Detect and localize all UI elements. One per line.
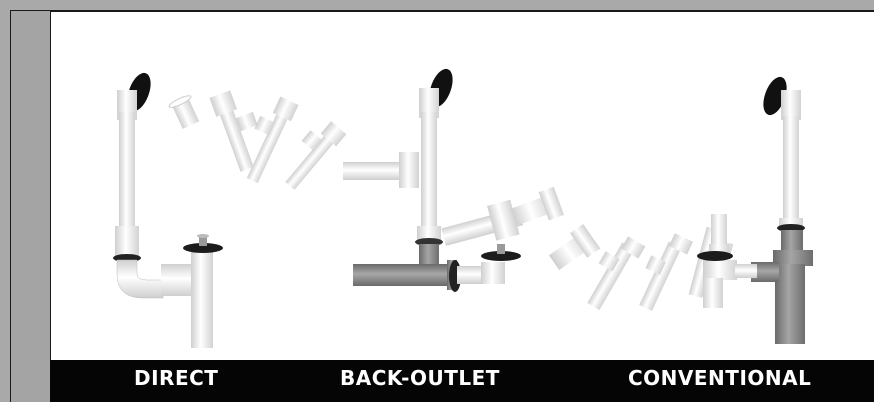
exploded-parts-1 bbox=[168, 86, 347, 193]
conventional-drain-kit bbox=[697, 74, 813, 344]
illustration-panel bbox=[50, 10, 874, 360]
label-conventional: CONVENTIONAL bbox=[628, 366, 811, 390]
drain-kits-illustration bbox=[51, 12, 874, 360]
label-direct: DIRECT bbox=[134, 366, 218, 390]
left-border-strip bbox=[10, 10, 50, 402]
back-outlet-drain-kit bbox=[343, 66, 525, 292]
label-bar: DIRECT BACK-OUTLET CONVENTIONAL bbox=[50, 360, 874, 402]
direct-drain-kit bbox=[113, 70, 223, 348]
label-back-outlet: BACK-OUTLET bbox=[340, 366, 500, 390]
exploded-parts-2 bbox=[509, 187, 736, 315]
